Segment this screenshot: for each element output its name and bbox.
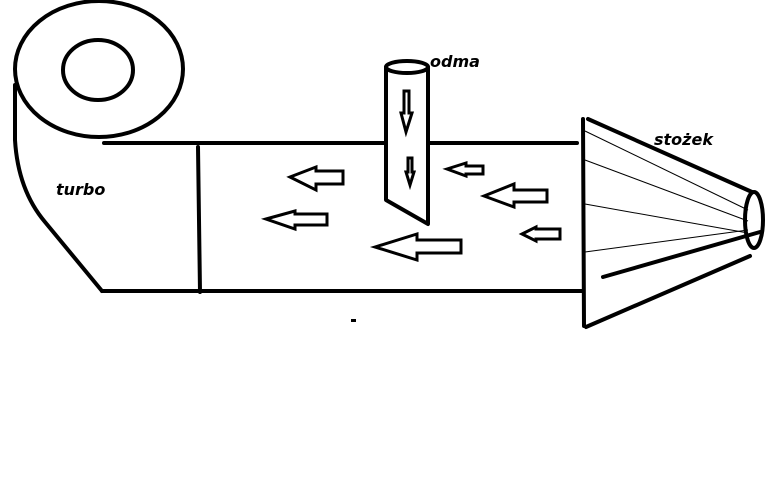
- arrow-down-icon: [399, 89, 415, 138]
- cone-bottom-line: [584, 254, 752, 329]
- blow-off-pipe: [384, 59, 430, 226]
- arrow-left-icon: [286, 164, 345, 193]
- arrow-left-icon: [442, 160, 485, 179]
- cone-top-line: [586, 117, 754, 194]
- arrow-down-icon: [403, 156, 417, 191]
- turbo-housing: [13, 0, 185, 293]
- cone-pleat-line: [584, 159, 749, 222]
- label-odma: odma: [430, 52, 480, 71]
- label-turbo: turbo: [56, 180, 105, 199]
- cone-pleat-thick-line: [601, 230, 762, 279]
- stray-dot: [351, 319, 356, 322]
- cone-pleat-line: [584, 229, 749, 253]
- arrow-left-icon: [260, 209, 329, 232]
- turbo-inner-circle: [61, 38, 135, 102]
- intake-pipe: [100, 141, 585, 294]
- cone-base-line: [581, 117, 586, 328]
- turbo-body-outline: [13, 83, 104, 293]
- arrow-left-icon: [479, 181, 549, 210]
- blow-off-pipe-top: [384, 59, 430, 75]
- turbo-outer-circle: [13, 0, 185, 139]
- arrow-left-icon: [369, 231, 463, 263]
- cone-pleat-line: [584, 203, 749, 234]
- label-stozek: stożek: [654, 130, 714, 149]
- pipe-joint-line: [196, 145, 202, 294]
- arrow-left-icon: [518, 224, 562, 244]
- airflow-arrows: [260, 160, 562, 263]
- cone-filter: [581, 117, 765, 329]
- cone-tip-ellipse: [743, 190, 765, 250]
- blow-off-pipe-body: [384, 65, 430, 226]
- cone-pleat-line: [584, 130, 749, 211]
